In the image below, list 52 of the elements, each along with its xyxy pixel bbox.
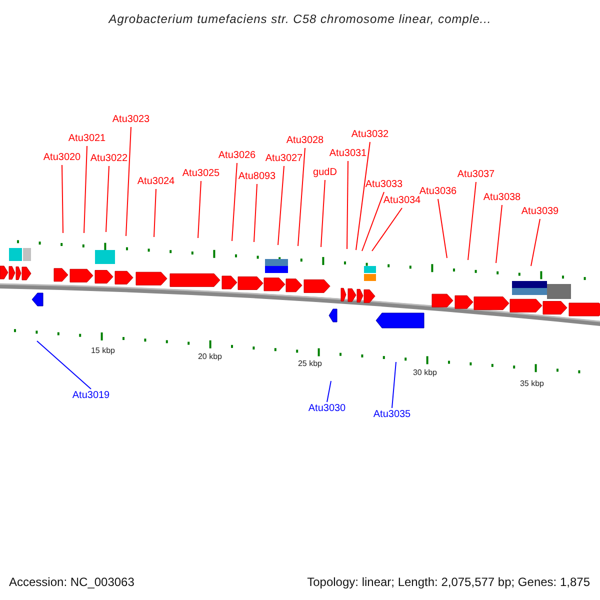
gene-label: Atu3034: [383, 194, 421, 208]
gene-label: Atu3023: [112, 113, 150, 127]
gene-label: Atu3036: [419, 185, 457, 199]
leader-line: [346, 160, 348, 250]
leader-line: [372, 208, 402, 252]
footer-text: Topology: linear; Length: 2,075,577 bp; Genes: 1,875: [307, 575, 590, 589]
footer-text: Accession: NC_003063: [9, 575, 134, 589]
gene-label: Atu3024: [137, 175, 175, 189]
gene-label: Atu3035: [373, 408, 411, 422]
gene-label: Atu3027: [265, 152, 303, 166]
leader-line: [126, 126, 132, 236]
leader-line: [356, 142, 370, 250]
leader-line: [392, 362, 396, 408]
gene-label: Atu3021: [68, 132, 106, 146]
gene-label: gudD: [313, 166, 337, 180]
gene-label: Atu3028: [286, 134, 324, 148]
leader-line: [320, 180, 326, 248]
gene-label: Atu8093: [238, 170, 276, 184]
leader-line: [232, 162, 238, 242]
scale-label: 20 kbp: [198, 352, 222, 362]
gene-label: Atu3026: [218, 149, 256, 163]
leader-line: [36, 340, 92, 390]
scale-label: 30 kbp: [412, 368, 438, 378]
leader-line: [278, 166, 284, 246]
leader-line: [84, 146, 88, 234]
leader-line: [298, 148, 306, 246]
gene-label: Atu3038: [483, 191, 521, 205]
gene-label: Atu3032: [351, 128, 389, 142]
leader-line: [496, 204, 502, 264]
leader-line: [326, 380, 332, 402]
leader-line: [254, 184, 258, 242]
scale-label: 15 kbp: [90, 346, 116, 356]
gene-label: Atu3019: [72, 389, 110, 403]
leader-line: [438, 198, 448, 258]
leader-line: [62, 164, 64, 234]
gene-label: Atu3037: [457, 168, 495, 182]
gene-label: Atu3031: [329, 147, 367, 161]
gene-label: Atu3039: [521, 205, 559, 219]
gene-label: Atu3020: [43, 151, 81, 165]
gene-label: Atu3025: [182, 167, 220, 181]
leader-line: [154, 188, 156, 238]
leader-line: [530, 218, 540, 266]
gene-label: Atu3030: [308, 402, 346, 416]
leader-line: [362, 192, 384, 252]
scale-label: 25 kbp: [298, 359, 322, 369]
map-title: Agrobacterium tumefaciens str. C58 chromosome linear, comple...: [107, 11, 492, 27]
leader-line: [468, 182, 476, 260]
gene-label: Atu3022: [90, 152, 128, 166]
gene-label: Atu3033: [365, 178, 403, 192]
leader-line: [106, 166, 110, 232]
leader-line: [198, 180, 202, 238]
scale-label: 35 kbp: [520, 379, 544, 389]
